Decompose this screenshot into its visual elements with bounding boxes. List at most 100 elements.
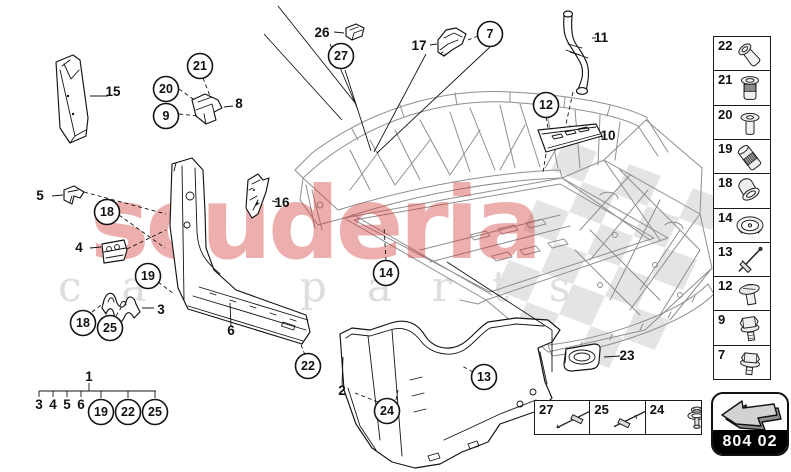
callout-circle-19[interactable]: 19 [87, 398, 115, 426]
callout-circle-22[interactable]: 22 [114, 398, 142, 426]
part-10-plate [537, 123, 603, 153]
part-label-6[interactable]: 6 [227, 323, 235, 338]
part-16-pillar-piece [245, 173, 270, 219]
fastener-item-14[interactable]: 14 [713, 207, 771, 244]
fastener-number: 13 [718, 243, 733, 259]
page-code-badge: 804 02 [711, 392, 789, 456]
callout-number: 19 [94, 405, 108, 419]
part-23-grommet [563, 343, 601, 372]
checker-cell [615, 164, 661, 206]
fastener-item-21[interactable]: 21 [713, 70, 771, 107]
part-label-10[interactable]: 10 [600, 128, 615, 143]
blind-rivet-icon [738, 246, 763, 273]
callout-number: 12 [539, 98, 553, 112]
checker-cell [541, 242, 587, 284]
callout-circle-25[interactable]: 25 [141, 398, 169, 426]
checker-cell [551, 140, 597, 182]
checker-cell [495, 260, 541, 302]
fastener-item-7[interactable]: 7 [713, 344, 771, 381]
part-label-1[interactable]: 1 [85, 369, 93, 384]
dashed-leader-lines [83, 35, 574, 403]
part-11-tube [562, 10, 590, 95]
callout-circle-14[interactable]: 14 [372, 259, 400, 287]
part-label-4[interactable]: 4 [75, 240, 83, 255]
part-label-4[interactable]: 4 [49, 397, 57, 412]
callout-number: 13 [477, 370, 491, 384]
part-label-2[interactable]: 2 [338, 383, 346, 398]
callout-number: 19 [141, 269, 155, 283]
part-label-6[interactable]: 6 [77, 397, 85, 412]
fastener-number: 12 [718, 278, 733, 294]
callout-circle-19[interactable]: 19 [134, 262, 162, 290]
fastener-item-25[interactable]: 25 [589, 400, 647, 435]
callout-circle-20[interactable]: 20 [152, 75, 180, 103]
push-clip-icon [687, 406, 701, 429]
part-15-side-panel [55, 54, 89, 144]
fastener-item-22[interactable]: 22 [713, 36, 771, 72]
part-label-17[interactable]: 17 [411, 38, 426, 53]
fastener-number: 9 [718, 312, 726, 328]
fastener-item-18[interactable]: 18 [713, 173, 771, 209]
callout-number: 25 [148, 405, 162, 419]
callout-number: 22 [121, 405, 135, 419]
callout-circle-27[interactable]: 27 [327, 42, 355, 70]
fastener-number: 25 [594, 402, 609, 417]
callout-circle-9[interactable]: 9 [152, 102, 180, 130]
rivet-nut-icon [736, 143, 762, 172]
callout-number: 27 [334, 49, 348, 63]
part-label-26[interactable]: 26 [314, 25, 330, 40]
flange-stud-icon [740, 112, 760, 135]
fastener-item-9[interactable]: 9 [713, 310, 771, 347]
part-2-wheel-arch-panel [339, 317, 561, 469]
fastener-item-20[interactable]: 20 [713, 104, 771, 141]
fastener-item-13[interactable]: 13 [713, 241, 771, 278]
callout-number: 18 [76, 316, 90, 330]
long-rivet-icon [556, 406, 590, 429]
part-label-5[interactable]: 5 [63, 397, 71, 412]
fastener-item-19[interactable]: 19 [713, 138, 771, 175]
callout-number: 21 [193, 59, 207, 73]
callout-number: 20 [159, 82, 173, 96]
part-label-8[interactable]: 8 [235, 96, 243, 111]
fastener-item-27[interactable]: 27 [534, 400, 591, 435]
hex-bolt-icon [739, 316, 762, 343]
dome-screw-icon [738, 282, 763, 307]
callout-circle-24[interactable]: 24 [373, 397, 401, 425]
fastener-number: 14 [718, 209, 733, 225]
part-label-11[interactable]: 11 [594, 30, 609, 45]
callout-circle-18[interactable]: 18 [93, 198, 121, 226]
back-arrow-icon [721, 400, 782, 431]
checker-cell [587, 224, 633, 266]
part-label-16[interactable]: 16 [274, 195, 290, 210]
fastener-number: 22 [718, 38, 733, 53]
checker-cell [651, 248, 697, 290]
callout-number: 24 [380, 404, 394, 418]
plug-grommet-icon [734, 175, 762, 204]
callout-circle-7[interactable]: 7 [476, 20, 504, 48]
part-label-3[interactable]: 3 [157, 302, 165, 317]
part-label-23[interactable]: 23 [619, 348, 635, 363]
part-6-a-pillar-sill [169, 157, 311, 345]
part-label-15[interactable]: 15 [105, 84, 121, 99]
part-label-3[interactable]: 3 [35, 397, 43, 412]
fastener-item-12[interactable]: 12 [713, 276, 771, 312]
callout-circle-22[interactable]: 22 [294, 352, 322, 380]
hex-bolt-2-icon [738, 351, 761, 376]
fastener-number: 27 [539, 402, 554, 417]
fastener-item-24[interactable]: 24 [644, 400, 702, 435]
leader-lines [38, 5, 621, 398]
fastener-number: 7 [718, 346, 726, 362]
callout-circle-12[interactable]: 12 [532, 91, 560, 119]
callout-circle-21[interactable]: 21 [186, 52, 214, 80]
long-rivet-2-icon [613, 407, 646, 429]
fastener-number: 21 [718, 72, 733, 88]
part-17-bracket [437, 27, 467, 57]
callout-circle-13[interactable]: 13 [470, 363, 498, 391]
part-label-5[interactable]: 5 [36, 188, 44, 203]
part-5-bracket [63, 185, 85, 205]
disc-cap-icon [736, 215, 764, 234]
callout-circle-18[interactable]: 18 [69, 309, 97, 337]
fastener-number: 20 [718, 106, 733, 122]
callout-circle-25[interactable]: 25 [96, 314, 124, 342]
